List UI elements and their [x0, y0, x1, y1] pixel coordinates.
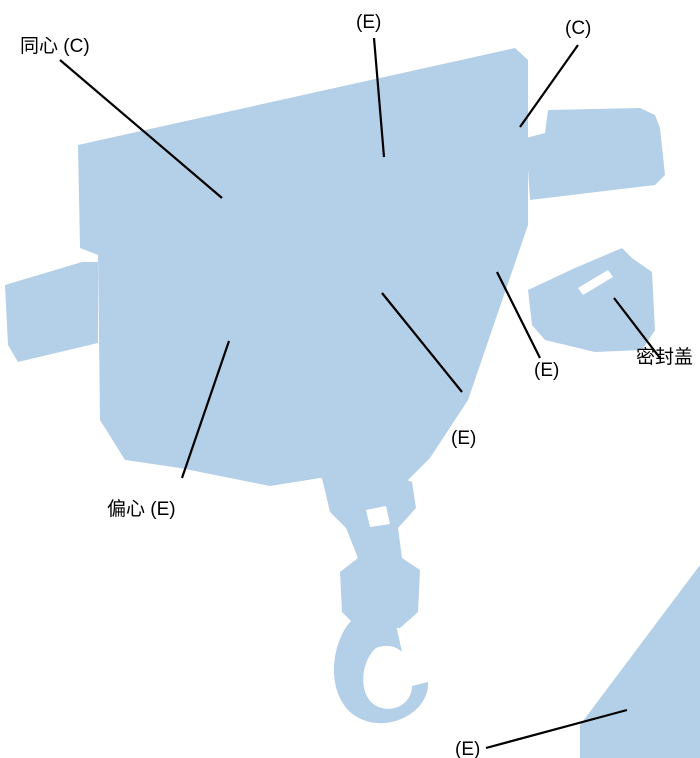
label-e-center: (E): [451, 428, 476, 449]
leader-c-top-right: [519, 44, 579, 128]
callout-labels: 同心 (C) (E) (C) 密封盖 (E) (E) 偏心 (E) (E): [20, 12, 693, 758]
corner-part-shape: [580, 565, 700, 758]
left-shaft: [5, 262, 98, 362]
leader-e-bottom: [485, 708, 628, 750]
leader-e-right: [496, 271, 541, 359]
leader-concentric-left: [59, 59, 223, 199]
label-concentric-left: 同心 (C): [20, 36, 90, 57]
label-e-top: (E): [356, 12, 381, 33]
hook-eye: [366, 506, 390, 527]
hook-shape: [333, 620, 429, 724]
seal-cover-shape: [528, 248, 655, 352]
hoist-silhouette: [5, 48, 700, 758]
leader-e-top: [372, 37, 386, 158]
label-c-top-right: (C): [565, 18, 591, 39]
leader-eccentric: [180, 340, 231, 479]
label-e-bottom: (E): [455, 739, 480, 758]
leader-lines: [59, 37, 661, 750]
label-eccentric: 偏心 (E): [107, 498, 176, 520]
hoist-main-body: [78, 48, 528, 488]
hook-block: [322, 470, 420, 628]
leader-e-center: [381, 292, 463, 393]
seal-cover-slot: [578, 270, 613, 295]
label-e-right: (E): [534, 360, 559, 381]
leader-seal-cover: [613, 297, 661, 359]
right-shaft: [526, 108, 665, 200]
label-seal-cover: 密封盖: [636, 346, 693, 368]
